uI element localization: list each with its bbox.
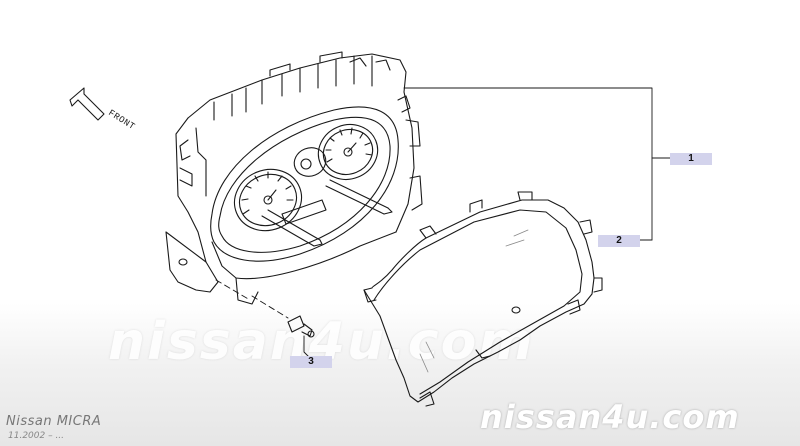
model-name: Nissan MICRA	[6, 414, 102, 429]
front-label: FRONT	[106, 108, 136, 132]
callout-1[interactable]: 1	[670, 153, 712, 165]
callout-3[interactable]: 3	[290, 356, 332, 368]
callout-2[interactable]: 2	[598, 235, 640, 247]
watermark-bottom: nissan4u.com	[480, 398, 740, 436]
screw-part	[287, 315, 315, 338]
cluster-lens-cover	[363, 191, 603, 407]
instrument-cluster-assembly	[165, 51, 423, 305]
front-arrow-icon	[69, 87, 105, 121]
production-period: 11.2002 – ...	[8, 431, 65, 441]
